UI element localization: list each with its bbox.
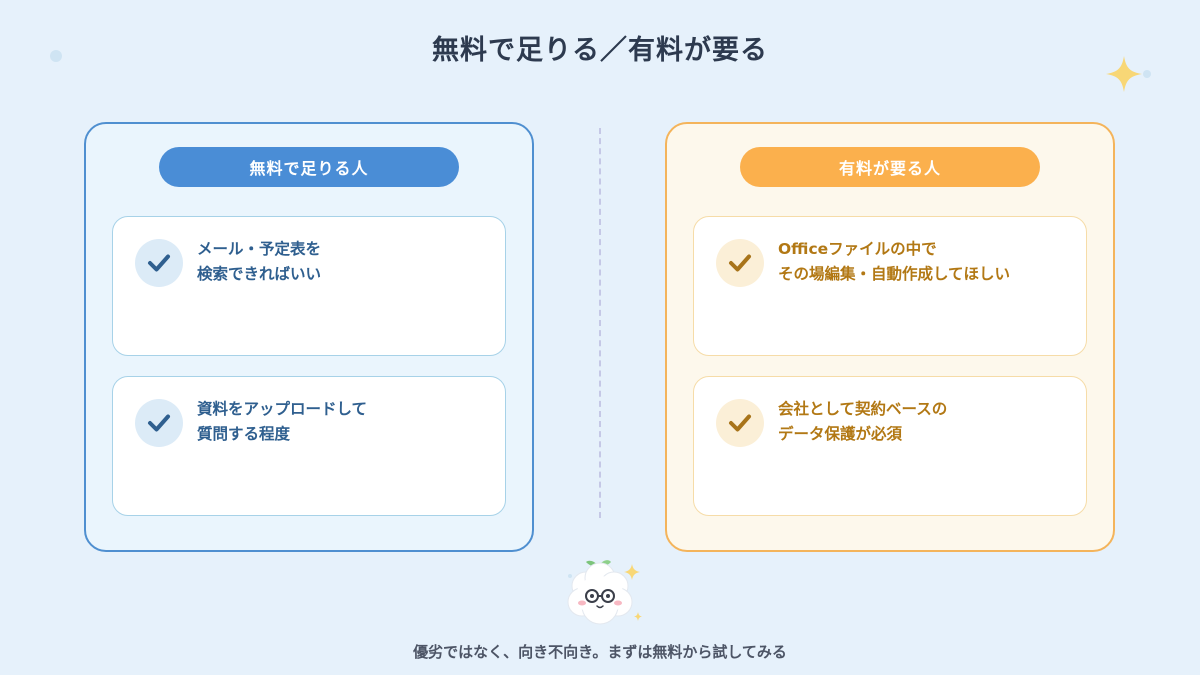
mascot-icon bbox=[567, 560, 642, 625]
divider bbox=[599, 128, 601, 518]
check-icon bbox=[135, 239, 183, 287]
decoration-dot bbox=[1143, 70, 1151, 78]
free-panel-heading: 無料で足りる人 bbox=[159, 147, 459, 187]
item-text-line: データ保護が必須 bbox=[778, 425, 903, 443]
paid-panel-heading: 有料が要る人 bbox=[740, 147, 1040, 187]
check-icon bbox=[716, 399, 764, 447]
item-text-line: 資料をアップロードして bbox=[197, 400, 368, 418]
sparkle-icon bbox=[1106, 56, 1142, 92]
check-icon bbox=[135, 399, 183, 447]
item-text-line: 会社として契約ベースの bbox=[778, 400, 948, 418]
free-panel: 無料で足りる人 メール・予定表を 検索できればいい 資料をアップロードして 質問… bbox=[84, 122, 534, 552]
list-item: メール・予定表を 検索できればいい bbox=[112, 216, 506, 356]
item-text-line: 質問する程度 bbox=[197, 425, 291, 443]
item-text-line: その場編集・自動作成してほしい bbox=[778, 265, 1011, 283]
list-item: Officeファイルの中で その場編集・自動作成してほしい bbox=[693, 216, 1087, 356]
decoration-dot bbox=[50, 50, 62, 62]
list-item: 資料をアップロードして 質問する程度 bbox=[112, 376, 506, 516]
item-text-line: メール・予定表を bbox=[197, 240, 322, 258]
list-item: 会社として契約ベースの データ保護が必須 bbox=[693, 376, 1087, 516]
paid-panel: 有料が要る人 Officeファイルの中で その場編集・自動作成してほしい 会社と… bbox=[665, 122, 1115, 552]
item-text-line: Officeファイルの中で bbox=[778, 240, 937, 258]
check-icon bbox=[716, 239, 764, 287]
page-title: 無料で足りる／有料が要る bbox=[432, 35, 768, 66]
footer-message: 優劣ではなく、向き不向き。まずは無料から試してみる bbox=[413, 643, 787, 661]
item-text-line: 検索できればいい bbox=[197, 265, 322, 283]
